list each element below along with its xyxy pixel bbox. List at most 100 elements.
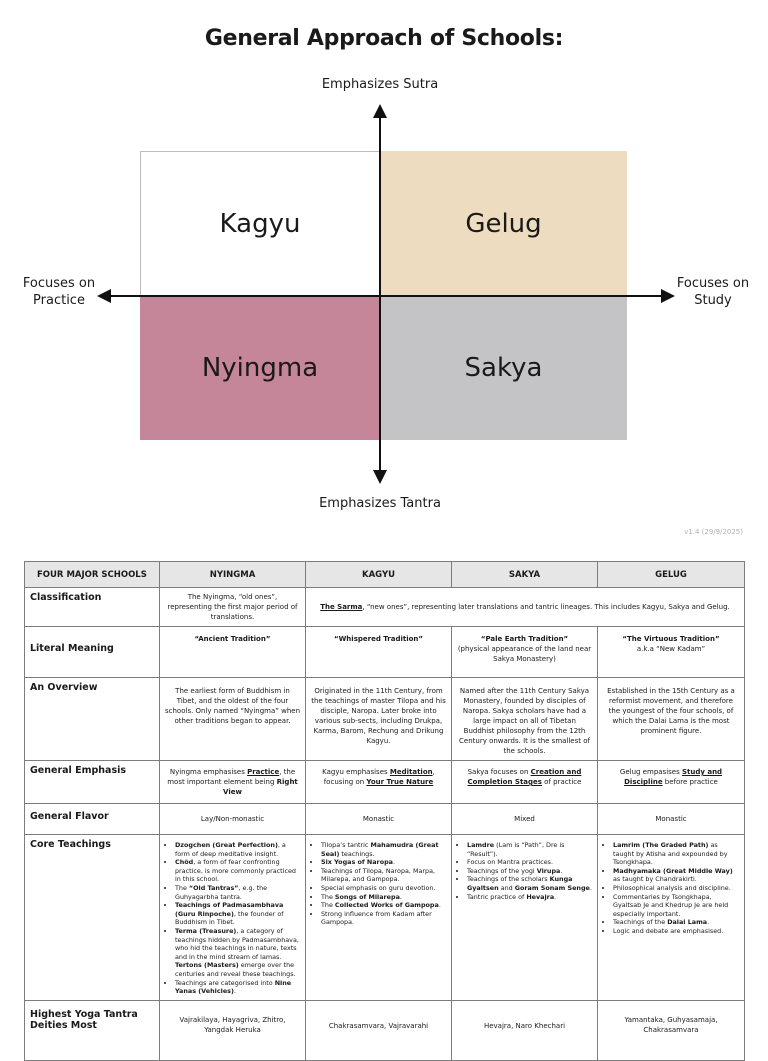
core-term: Six Yogas of Naropa: [321, 858, 393, 867]
core-list-kagyu: Tilopa’s tantric Mahamudra (Great Seal) …: [311, 841, 446, 927]
emphasis-gelug-text-a: Gelug empasises: [619, 768, 682, 776]
core-list-sakya: Lamdre (Lam is “Path”, Dre is “Result”).…: [457, 841, 592, 901]
header-kagyu: KAGYU: [305, 561, 452, 588]
core-text: .: [554, 892, 557, 901]
core-text: emerge over the centuries and reveal the…: [175, 961, 296, 978]
deities-gelug-line1: Yamantaka, Guhyasamaja,: [624, 1015, 718, 1024]
cell-deities-kagyu: Chakrasamvara, Vajravarahi: [305, 999, 452, 1061]
row-label-overview: An Overview: [24, 677, 160, 761]
cell-core-sakya: Lamdre (Lam is “Path”, Dre is “Result”).…: [451, 834, 598, 1001]
core-text: .: [589, 883, 592, 892]
core-text: Teachings of the: [613, 918, 668, 927]
cell-emphasis-gelug: Gelug empasises Study and Discipline bef…: [597, 760, 745, 804]
literal-sakya-main: “Pale Earth Tradition”: [480, 635, 569, 643]
literal-sakya-sub: (physical appearance of the land near Sa…: [457, 645, 592, 663]
core-text: Commentaries by Tsongkhapa, Gyaltsab Je …: [613, 892, 729, 918]
quadrant-sakya: Sakya: [380, 296, 627, 440]
core-text: .: [399, 892, 402, 901]
core-term: Mahamudra (Great Seal): [321, 841, 439, 858]
core-item-nyingma: The “Old Tantras”, e.g. the Guhyagarbha …: [175, 884, 300, 901]
core-text: , a form of deep meditative insight.: [175, 841, 286, 858]
core-text: Teachings are categorised into: [175, 978, 275, 987]
axis-label-left-line2: Practice: [33, 293, 85, 308]
literal-gelug-sub: a.k.a “New Kadam”: [636, 645, 706, 653]
emphasis-sakya-text-a: Sakya focuses on: [467, 768, 531, 776]
core-item-kagyu: Teachings of Tilopa, Naropa, Marpa, Mila…: [321, 867, 446, 884]
emphasis-kagyu-text-b: , focusing on: [323, 768, 435, 786]
core-text: as taught by Chandrakirti.: [613, 875, 697, 884]
cell-emphasis-sakya: Sakya focuses on Creation and Completion…: [451, 760, 598, 804]
emphasis-gelug-text-b: before practice: [662, 778, 718, 786]
cell-literal-sakya: “Pale Earth Tradition” (physical appearan…: [451, 626, 598, 678]
sarma-term: The Sarma: [320, 603, 363, 611]
core-text: .: [233, 987, 236, 996]
core-text: Tantric practice of: [467, 892, 527, 901]
row-label-core-teachings: Core Teachings: [24, 834, 160, 1001]
cell-classification-sarma: The Sarma, “new ones”, representing late…: [305, 587, 745, 627]
emphasis-nyingma-keyword: Practice: [247, 768, 280, 776]
core-item-kagyu: The Collected Works of Gampopa.: [321, 901, 446, 910]
core-item-sakya: Focus on Mantra practices.: [467, 858, 592, 867]
core-text: , a category of teachings hidden by Padm…: [175, 926, 299, 961]
core-term: Dzogchen (Great Perfection): [175, 841, 278, 849]
core-term: Collected Works of Gampopa: [334, 901, 439, 910]
core-item-sakya: Tantric practice of Hevajra.: [467, 893, 592, 902]
core-text: .: [707, 918, 710, 927]
quadrant-axes: [97, 104, 675, 484]
axis-arrow-down-icon: [373, 470, 387, 484]
quadrant-label-gelug: Gelug: [465, 208, 542, 239]
axis-label-top: Emphasizes Sutra: [321, 77, 439, 92]
core-item-gelug: Commentaries by Tsongkhapa, Gyaltsab Je …: [613, 893, 739, 919]
core-item-kagyu: Special emphasis on guru devotion.: [321, 884, 446, 893]
core-text: The: [321, 892, 335, 901]
header-nyingma: NYINGMA: [159, 561, 306, 588]
cell-deities-nyingma: Vajrakilaya, Hayagriva, Zhitro,Yangdak H…: [159, 999, 306, 1061]
cell-core-nyingma: Dzogchen (Great Perfection), a form of d…: [159, 834, 306, 1001]
core-item-nyingma: Teachings are categorised into Nine Yana…: [175, 979, 300, 996]
row-label-general-flavor: General Flavor: [24, 803, 160, 835]
axis-label-right-line1: Focuses on: [676, 276, 750, 291]
emphasis-nyingma-text-a: Nyingma emphasises: [169, 768, 248, 776]
axis-label-right: Focuses on Study: [668, 275, 758, 309]
version-label: v1.4 (29/9/2025): [684, 528, 743, 536]
core-term: Nine Yanas (Vehicles): [175, 978, 292, 996]
cell-flavor-gelug: Monastic: [597, 803, 745, 835]
cell-flavor-sakya: Mixed: [451, 803, 598, 835]
core-text: Teachings of Tilopa, Naropa, Marpa, Mila…: [321, 866, 436, 884]
cell-overview-gelug: Established in the 15th Century as a ref…: [597, 677, 745, 761]
quadrant-kagyu: Kagyu: [140, 151, 380, 296]
axis-label-right-line2: Study: [694, 293, 732, 308]
deities-gelug-line2: Chakrasamvara: [643, 1025, 699, 1034]
deities-nyingma-line2: Yangdak Heruka: [204, 1025, 261, 1034]
cell-flavor-kagyu: Monastic: [305, 803, 452, 835]
cell-core-gelug: Lamrim (The Graded Path) as taught by At…: [597, 834, 745, 1001]
core-list-gelug: Lamrim (The Graded Path) as taught by At…: [603, 841, 739, 936]
table-row-literal-meaning: Literal Meaning “Ancient Tradition” “Whi…: [24, 626, 745, 678]
table-row-general-emphasis: General Emphasis Nyingma emphasises Prac…: [24, 760, 745, 804]
cell-flavor-nyingma: Lay/Non-monastic: [159, 803, 306, 835]
table-header-row: FOUR MAJOR SCHOOLS NYINGMA KAGYU SAKYA G…: [24, 561, 745, 588]
core-item-gelug: Teachings of the Dalai Lama.: [613, 918, 739, 927]
emphasis-kagyu-keyword: Meditation: [389, 768, 433, 776]
core-item-nyingma: Dzogchen (Great Perfection), a form of d…: [175, 841, 300, 858]
emphasis-nyingma-text-b: , the most important element being: [167, 768, 296, 786]
core-text: .: [438, 901, 441, 910]
core-item-sakya: Teachings of the yogi Virupa.: [467, 867, 592, 876]
core-text: and: [498, 883, 515, 892]
row-label-classification: Classification: [24, 587, 160, 627]
cell-core-kagyu: Tilopa’s tantric Mahamudra (Great Seal) …: [305, 834, 452, 1001]
cell-overview-kagyu: Originated in the 11th Century, from the…: [305, 677, 452, 761]
core-text: Philosophical analysis and discipline.: [613, 883, 731, 892]
core-item-kagyu: Strong influence from Kadam after Gampop…: [321, 910, 446, 927]
emphasis-kagyu-text-a: Kagyu emphasises: [322, 768, 390, 776]
row-label-literal-meaning: Literal Meaning: [24, 626, 160, 678]
quadrant-gelug: Gelug: [380, 151, 627, 296]
axis-arrow-up-icon: [373, 104, 387, 118]
schools-table: FOUR MAJOR SCHOOLS NYINGMA KAGYU SAKYA G…: [24, 561, 745, 1061]
core-term: Teachings of Padmasambhava (Guru Rinpoch…: [175, 901, 284, 918]
core-text: The: [175, 883, 189, 892]
core-item-nyingma: Teachings of Padmasambhava (Guru Rinpoch…: [175, 901, 300, 927]
table-row-general-flavor: General Flavor Lay/Non-monastic Monastic…: [24, 803, 745, 835]
axis-label-left-line1: Focuses on: [22, 276, 96, 291]
